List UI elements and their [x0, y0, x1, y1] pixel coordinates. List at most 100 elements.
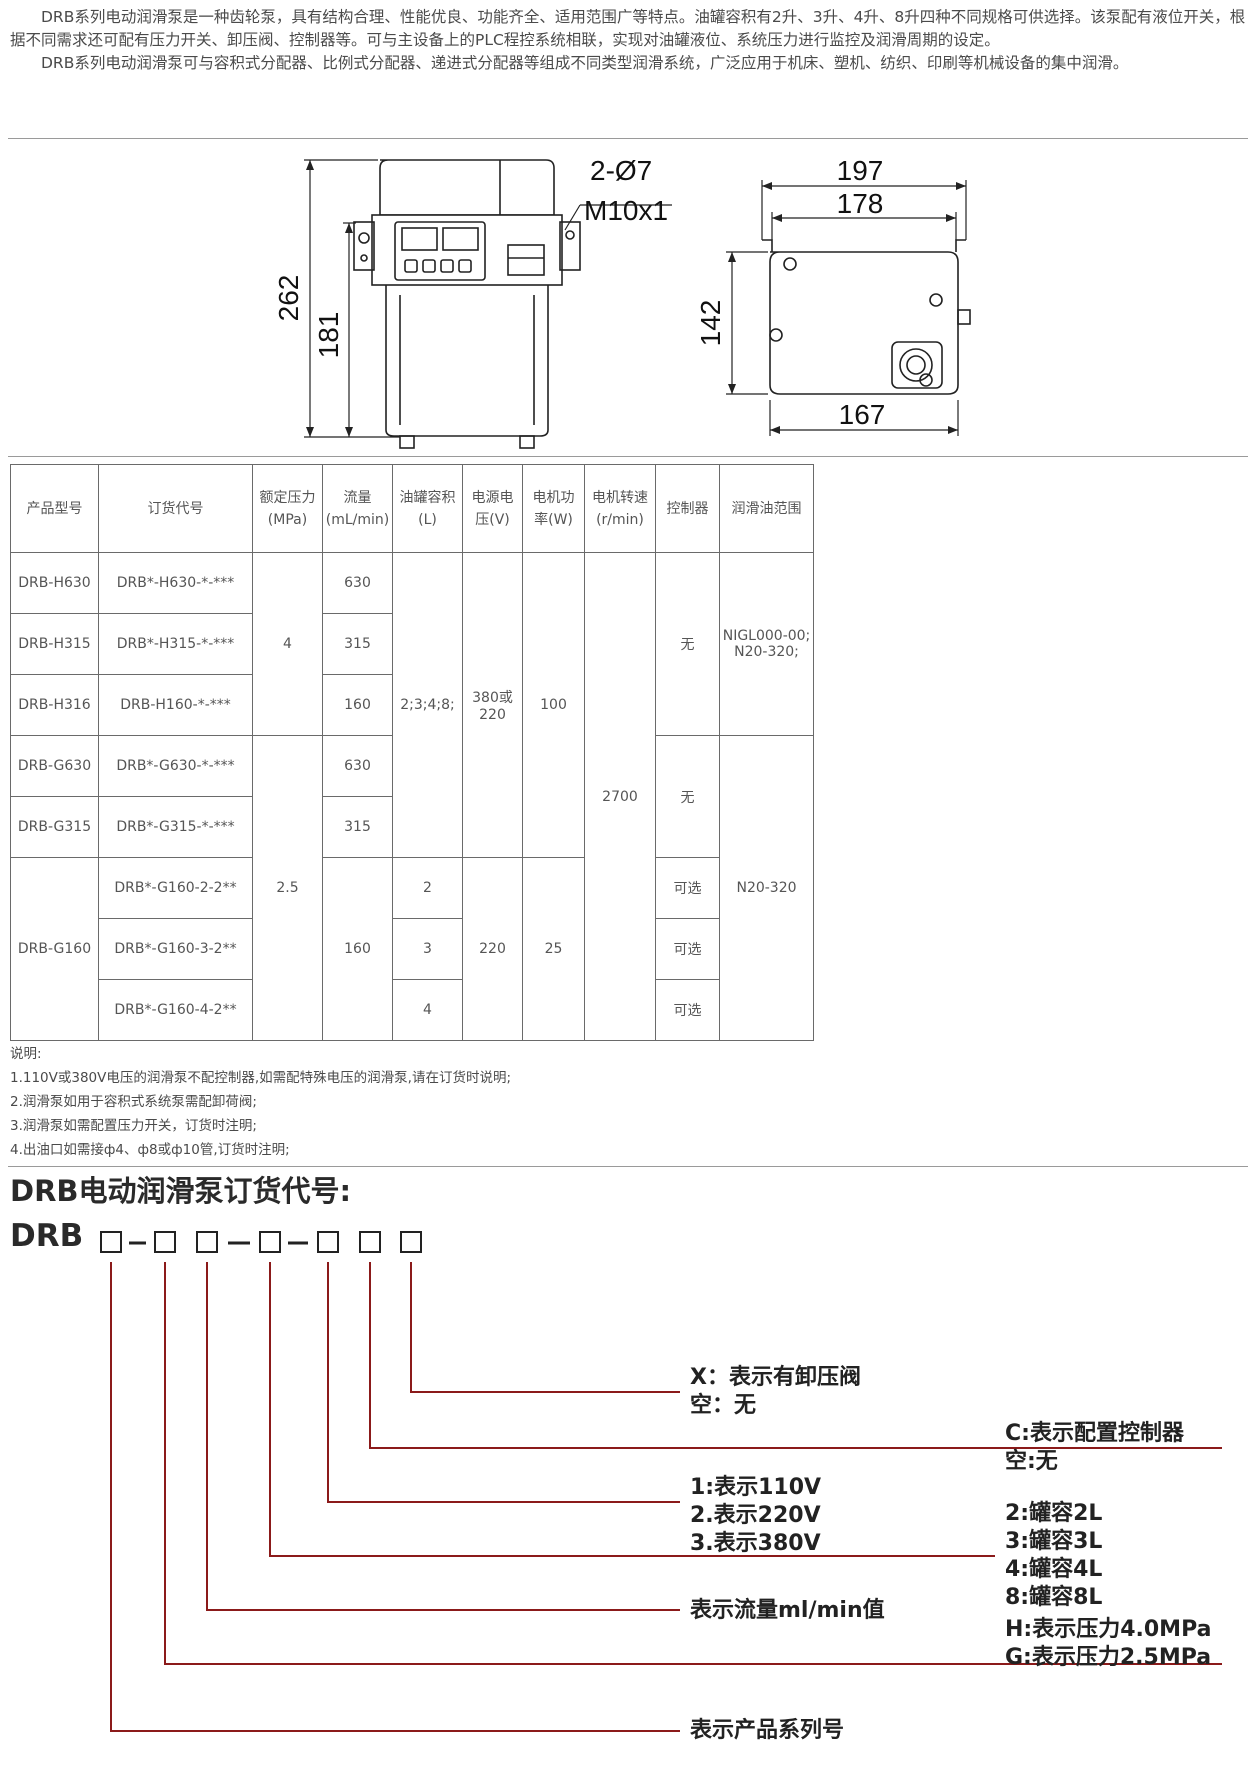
code-box-tank: [259, 1231, 281, 1253]
legend-tank-line: 2:罐容2L: [1005, 1501, 1103, 1526]
code-box-series: [100, 1231, 122, 1253]
legend-tank: 2:罐容2L 3:罐容3L 4:罐容4L 8:罐容8L: [1005, 1500, 1102, 1612]
cell-code: DRB*-G315-*-***: [98, 796, 253, 858]
header-tank: 油罐容积(L): [392, 464, 463, 553]
dim-167-label: 167: [839, 399, 886, 430]
table-row: DRB-H315 DRB*-H315-*-*** 315: [10, 613, 814, 675]
cell-code: DRB-H160-*-***: [98, 674, 253, 736]
legend-pressure-line: G:表示压力2.5MPa: [1005, 1645, 1212, 1670]
leader-valve: [410, 1262, 680, 1393]
cell-flow-g160: 160: [322, 857, 393, 1041]
table-row: DRB*-G160-4-2** 4 可选: [11, 979, 814, 1041]
order-code-title: DRB电动润滑泵订货代号:: [10, 1174, 352, 1208]
cell-tank-shared: 2;3;4;8;: [392, 552, 463, 858]
header-voltage: 电源电压(V): [462, 464, 523, 553]
dim-142-label: 142: [695, 300, 726, 347]
divider-bottom: [8, 1166, 1248, 1167]
dim-178-label: 178: [837, 188, 884, 219]
legend-tank-line: 8:罐容8L: [1005, 1585, 1103, 1610]
header-oil-range: 润滑油范围: [719, 464, 814, 553]
cell-model: DRB-G630: [10, 735, 99, 797]
intro-paragraph-1: DRB系列电动润滑泵是一种齿轮泵，具有结构合理、性能优良、功能齐全、适用范围广等…: [10, 8, 1246, 49]
cell-code: DRB*-H315-*-***: [98, 613, 253, 675]
cell-code: DRB*-H630-*-***: [98, 552, 253, 614]
order-code-diagram: [100, 1231, 1222, 1732]
notes-section: 说明: 1.110V或380V电压的润滑泵不配控制器,如需配特殊电压的润滑泵,请…: [10, 1042, 511, 1162]
dim-181-label: 181: [313, 312, 344, 359]
leader-controller: [369, 1262, 1222, 1449]
legend-controller-line: C:表示配置控制器: [1005, 1421, 1184, 1446]
cell-model-g160: DRB-G160: [10, 857, 99, 1041]
divider-middle: [8, 456, 1248, 457]
cell-flow: 630: [322, 735, 393, 797]
header-power: 电机功率(W): [522, 464, 585, 553]
cell-controller: 可选: [655, 918, 720, 980]
cell-power-g160: 25: [522, 857, 585, 1041]
legend-tank-line: 4:罐容4L: [1005, 1557, 1103, 1582]
cell-flow: 315: [322, 796, 393, 858]
table-row: DRB-H630 DRB*-H630-*-*** 4 630 2;3;4;8; …: [10, 552, 814, 1041]
cell-controller-g: 无: [655, 735, 720, 858]
spec-table: 产品型号 订货代号 额定压力(MPa) 流量(mL/min) 油罐容积(L) 电…: [10, 464, 814, 1041]
code-box-pressure: [154, 1231, 176, 1253]
cell-tank: 3: [392, 918, 463, 980]
leader-voltage: [327, 1262, 680, 1503]
legend-pressure-line: H:表示压力4.0MPa: [1005, 1617, 1212, 1642]
cell-flow: 160: [322, 674, 393, 736]
cell-code: DRB*-G160-3-2**: [98, 918, 253, 980]
dim-197-label: 197: [837, 155, 884, 186]
cell-pressure-h: 4: [252, 552, 323, 736]
legend-valve-line: 空：无: [690, 1393, 757, 1418]
cell-power-shared: 100: [522, 552, 585, 858]
legend-voltage-line: 1:表示110V: [690, 1475, 822, 1500]
legend-tank-line: 3:罐容3L: [1005, 1529, 1103, 1554]
code-box-valve: [400, 1231, 422, 1253]
table-header-row: 产品型号 订货代号 额定压力(MPa) 流量(mL/min) 油罐容积(L) 电…: [10, 464, 814, 553]
cell-voltage-g160: 220: [462, 857, 523, 1041]
legend-flow: 表示流量ml/min值: [690, 1598, 885, 1623]
cell-model: DRB-H630: [10, 552, 99, 614]
cell-tank: 4: [392, 979, 463, 1041]
note-item: 4.出油口如需接ф4、ф8或ф10管,订货时注明;: [10, 1142, 290, 1158]
leader-pressure: [164, 1262, 1222, 1665]
note-item: 3.润滑泵如需配置压力开关，订货时注明;: [10, 1118, 257, 1134]
dim-holes-label: 2-Ø7: [590, 155, 652, 186]
intro-paragraph-2: DRB系列电动润滑泵可与容积式分配器、比例式分配器、递进式分配器等组成不同类型润…: [41, 54, 1129, 72]
table-row: DRB*-G160-3-2** 3 可选: [11, 918, 814, 980]
dim-262-label: 262: [273, 275, 304, 322]
leader-series: [110, 1262, 680, 1732]
notes-title: 说明:: [10, 1046, 42, 1062]
table-row: DRB-G630 DRB*-G630-*-*** 2.5 630 无 N20-3…: [10, 735, 814, 1041]
leader-flow: [206, 1262, 680, 1611]
legend-controller-line: 空:无: [1005, 1449, 1058, 1474]
cell-controller: 可选: [655, 857, 720, 919]
cell-code: DRB*-G630-*-***: [98, 735, 253, 797]
header-speed: 电机转速(r/min): [584, 464, 656, 553]
cell-oil-g: N20-320: [719, 735, 814, 1041]
legend-voltage-line: 2.表示220V: [690, 1503, 821, 1528]
code-box-flow: [196, 1231, 218, 1253]
cell-flow: 315: [322, 613, 393, 675]
header-controller: 控制器: [655, 464, 720, 553]
cell-speed-all: 2700: [584, 552, 656, 1041]
cell-flow: 630: [322, 552, 393, 614]
cell-code: DRB*-G160-4-2**: [98, 979, 253, 1041]
code-box-controller: [359, 1231, 381, 1253]
legend-voltage: 1:表示110V 2.表示220V 3.表示380V: [690, 1474, 821, 1558]
cell-model: DRB-H315: [10, 613, 99, 675]
cell-code: DRB*-G160-2-2**: [98, 857, 253, 919]
cell-controller: 可选: [655, 979, 720, 1041]
code-box-voltage: [317, 1231, 339, 1253]
legend-pressure: H:表示压力4.0MPa G:表示压力2.5MPa: [1005, 1616, 1211, 1672]
legend-series: 表示产品系列号: [690, 1718, 845, 1743]
cell-model: DRB-H316: [10, 674, 99, 736]
cell-pressure-g: 2.5: [252, 735, 323, 1041]
leader-tank: [269, 1262, 995, 1557]
header-model: 产品型号: [10, 464, 99, 553]
table-row: DRB-G160 DRB*-G160-2-2** 160 2 220 25 可选: [10, 857, 814, 1041]
cell-oil-h: NIGL000-00;N20-320;: [719, 552, 814, 736]
table-row: DRB-G315 DRB*-G315-*-*** 315: [10, 796, 814, 858]
divider-top: [8, 138, 1248, 139]
header-pressure: 额定压力(MPa): [252, 464, 323, 553]
